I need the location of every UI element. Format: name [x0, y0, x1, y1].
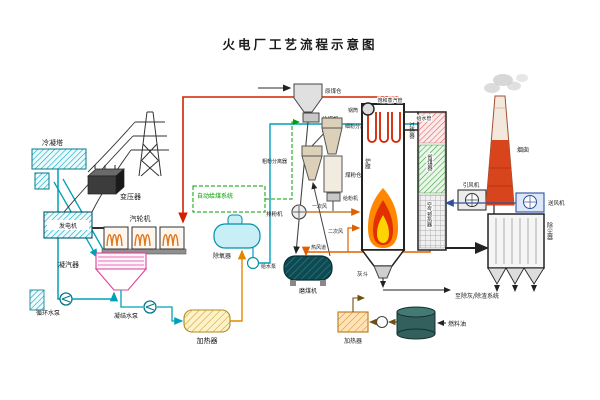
fine-separator-label: 细粉分离器 — [345, 123, 370, 130]
boiler: 锅筒 饱和蒸汽管 给水管 过热器 省煤器 空气预热器 炉膛 灰斗 — [347, 96, 447, 288]
deaerator-label: 除氧器 — [213, 252, 231, 260]
hot-air-duct-label: 热风道 — [311, 244, 326, 251]
lp-heater-label: 加热器 — [197, 336, 218, 345]
coal-down-pipe — [293, 121, 309, 255]
raw-coal-bunker-label: 原煤仓 — [325, 87, 342, 95]
convection-superheater — [418, 112, 446, 144]
flame-core — [377, 215, 389, 243]
transformer: 变压器 — [87, 165, 141, 201]
fd-fan: 送风机 — [444, 192, 565, 213]
generator-label: 发电机 — [59, 222, 77, 230]
coarse-separator — [301, 145, 323, 157]
mill-exhaust-fan-label: 排粉机 — [266, 210, 283, 218]
superheater-tube-3 — [391, 112, 401, 143]
superheater-tube-1 — [367, 112, 377, 143]
coarse-separator-label: 粗粉分离器 — [262, 158, 287, 165]
saturated-steam-label: 饱和蒸汽管 — [377, 97, 402, 104]
power-line-1 — [87, 121, 136, 173]
primary-air-label: 一次风 — [312, 203, 327, 210]
condensate-pipe-2 — [157, 306, 184, 325]
auto-coal-link — [265, 119, 300, 200]
deaerator: 除氧器 给水泵 — [213, 123, 433, 270]
fd-fan-label: 送风机 — [548, 199, 565, 207]
steam-turbine: 汽轮机 — [101, 214, 187, 255]
air-preheater-label: 空气预热器 — [426, 201, 432, 228]
coal-feeder — [302, 112, 320, 123]
economizer — [418, 144, 446, 194]
oil-heater-label: 加热器 — [344, 337, 362, 345]
drum-label: 锅筒 — [348, 107, 358, 114]
turbine-label: 汽轮机 — [130, 214, 151, 223]
turbine-coil-2 — [134, 234, 151, 247]
fuel-oil-label: 燃料油 — [448, 320, 466, 328]
fine-separator — [321, 117, 343, 129]
chimney-red-band — [486, 140, 514, 205]
superheater-tube-2 — [379, 112, 389, 143]
coal-handling: 原煤仓 给煤机 粗粉分离器 细粉分离器 煤粉仓 给粉机 排粉机 一次风 二次风 … — [258, 83, 370, 295]
id-fan-label: 引风机 — [463, 181, 480, 189]
dust-collector — [487, 213, 545, 269]
oil-pump — [375, 315, 389, 329]
chimney-label: 烟囱 — [517, 146, 529, 154]
transformer-label: 变压器 — [120, 192, 141, 201]
cooling-tower-label: 冷凝塔 — [42, 138, 63, 147]
feedwater-pipe-label: 给水管 — [416, 115, 431, 122]
smoke-puff — [507, 81, 521, 91]
diagram-title: 火电厂工艺流程示意图 — [222, 37, 377, 52]
cooling-tower-basin — [34, 172, 50, 190]
furnace-bottom-hopper — [360, 249, 406, 267]
oil-to-burner-pipe — [352, 294, 366, 312]
turbine-coil-1 — [106, 234, 123, 247]
ash-removal: 至除灰/除渣系统 — [383, 287, 499, 300]
coal-mill — [283, 255, 333, 281]
secondary-air-label: 二次风 — [328, 228, 343, 235]
circulating-pump-label: 循环水泵 — [36, 309, 60, 317]
dust-collector-label: 除尘器 — [546, 221, 553, 241]
smoke-puff — [493, 74, 513, 86]
circ-pump-discharge — [72, 291, 119, 302]
condenser-label: 凝汽器 — [58, 260, 79, 269]
powder-feeder — [326, 192, 341, 202]
smoke-puff — [516, 74, 528, 82]
condensate-pipe-1 — [120, 290, 143, 308]
heater-to-deaerator-pipe — [230, 249, 247, 322]
ash-system-label: 至除灰/除渣系统 — [455, 292, 499, 300]
coal-mill-label: 磨煤机 — [299, 287, 317, 295]
chimney: 烟囱 — [484, 74, 529, 206]
main-steam-pipe — [178, 96, 399, 224]
auto-coal-system-label: 自动给煤系统 — [197, 192, 233, 200]
condensate-pump: 凝结水泵 — [114, 290, 184, 325]
coal-powder-bunker-label: 煤粉仓 — [345, 171, 362, 179]
flue-gas-cleanup: 除尘器 引风机 — [445, 181, 553, 292]
secondary-air-pipe — [347, 224, 361, 252]
feed-pump — [246, 256, 260, 270]
condensate-pump-label: 凝结水泵 — [114, 312, 138, 320]
raw-coal-bunker — [293, 83, 323, 113]
water-channel — [29, 289, 45, 311]
furnace-label: 炉膛 — [364, 157, 371, 171]
coal-powder-bunker — [323, 155, 343, 193]
lp-heater: 加热器 — [183, 249, 247, 345]
ash-hopper — [373, 265, 393, 279]
fuel-oil-system: 加热器 燃料油 — [337, 294, 466, 345]
air-preheater — [418, 194, 446, 249]
turbine-coil-3 — [162, 234, 179, 247]
mill-riser-pipe — [311, 182, 331, 257]
ash-hopper-label: 灰斗 — [357, 270, 369, 278]
superheater-label: 过热器 — [408, 121, 415, 140]
auto-coal-system: 自动给煤系统 — [192, 119, 300, 213]
powder-feeder-label: 给粉机 — [343, 195, 358, 202]
economizer-label: 省煤器 — [426, 153, 433, 172]
condenser: 凝汽器 — [58, 252, 148, 291]
smoke-puff — [484, 83, 500, 93]
feed-pump-label: 给水泵 — [261, 263, 276, 270]
generator: 发电机 — [43, 211, 104, 239]
drum — [361, 102, 375, 116]
cooling-tower-body — [31, 148, 87, 170]
circulating-pump: 循环水泵 — [29, 289, 119, 317]
